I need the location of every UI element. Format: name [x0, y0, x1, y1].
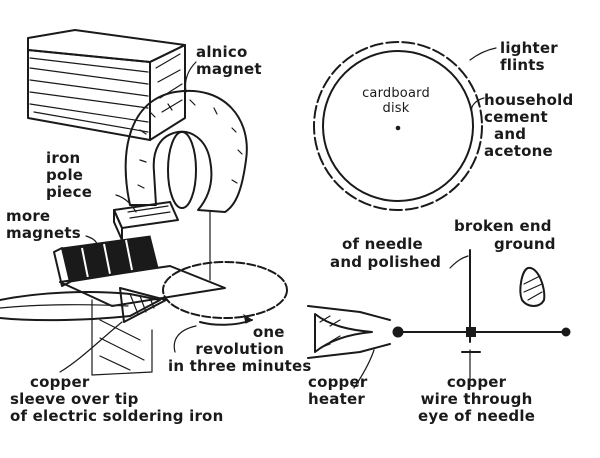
leader-cement: [471, 97, 485, 113]
more-magnets: [53, 235, 159, 287]
label-needle-line3: ground: [494, 235, 556, 253]
label-copper-sleeve-line1: copper: [30, 373, 90, 391]
label-more-magnets: more magnets: [6, 208, 81, 242]
label-more-magnets-line1: more: [6, 207, 51, 225]
label-lighter-line2: flints: [500, 56, 545, 74]
alnico-magnet: [124, 89, 248, 213]
label-needle-line2: of needle: [342, 235, 423, 253]
label-copper-wire-line3: eye of needle: [418, 407, 536, 425]
label-cement-line4: acetone: [484, 142, 553, 160]
leader-flints: [469, 47, 497, 61]
label-copper-sleeve-line2: sleeve over tip: [10, 390, 139, 408]
leader-rev: [173, 325, 197, 353]
label-one-revolution: one revolution in three minutes: [168, 324, 311, 375]
needle-assembly: [392, 249, 571, 353]
label-cement-line1: household: [484, 91, 574, 109]
label-cardboard-disk: cardboard disk: [356, 86, 436, 116]
label-needle: broken end of needle ground and polished: [330, 218, 590, 274]
label-copper-heater-line1: copper: [308, 373, 368, 391]
label-cement-line3: and: [494, 125, 527, 143]
label-one-revolution-line2: revolution: [195, 340, 285, 358]
base-block: [59, 265, 226, 376]
iron-pole-piece: [113, 201, 179, 241]
leader-sleeve: [59, 321, 123, 373]
label-needle-line4: and polished: [330, 253, 442, 271]
label-copper-wire-line2: wire through: [420, 390, 533, 408]
label-alnico-line1: alnico: [196, 43, 248, 61]
label-iron-pole-line1: iron: [46, 149, 81, 167]
label-alnico: alnico magnet: [196, 44, 262, 78]
label-copper-wire: copper wire through eye of needle: [418, 374, 535, 425]
cardboard-disk: [313, 41, 483, 211]
label-cardboard-line1: cardboard: [362, 86, 430, 101]
leader-heater: [353, 349, 375, 389]
soldering-iron: [0, 287, 167, 323]
copper-heater: [307, 305, 391, 359]
label-cement-line2: cement: [484, 108, 548, 126]
small-flint-ring: [162, 211, 288, 326]
label-one-revolution-line3: in three minutes: [168, 357, 312, 375]
label-copper-heater-line2: heater: [308, 390, 365, 408]
label-one-revolution-line1: one: [252, 323, 285, 341]
label-household-cement: household cement and acetone: [484, 92, 573, 160]
label-lighter-flints: lighter flints: [500, 40, 558, 74]
label-alnico-line2: magnet: [196, 60, 262, 78]
label-lighter-line1: lighter: [500, 39, 558, 57]
label-iron-pole: iron pole piece: [46, 150, 92, 201]
leader-more-magnets: [85, 235, 99, 247]
label-more-magnets-line2: magnets: [6, 224, 81, 242]
leader-pole: [115, 194, 137, 213]
label-copper-wire-line1: copper: [446, 373, 507, 391]
label-needle-line1: broken end: [454, 217, 552, 235]
label-copper-sleeve: copper sleeve over tip of electric solde…: [10, 374, 223, 425]
label-copper-sleeve-line3: of electric soldering iron: [10, 407, 224, 425]
label-iron-pole-line3: piece: [46, 183, 93, 201]
label-cardboard-line2: disk: [382, 101, 410, 116]
needle-tip-detail: [519, 266, 546, 307]
leader-alnico: [184, 61, 197, 93]
label-iron-pole-line2: pole: [46, 166, 84, 184]
wooden-beam: [27, 29, 186, 141]
label-copper-heater: copper heater: [308, 374, 367, 408]
